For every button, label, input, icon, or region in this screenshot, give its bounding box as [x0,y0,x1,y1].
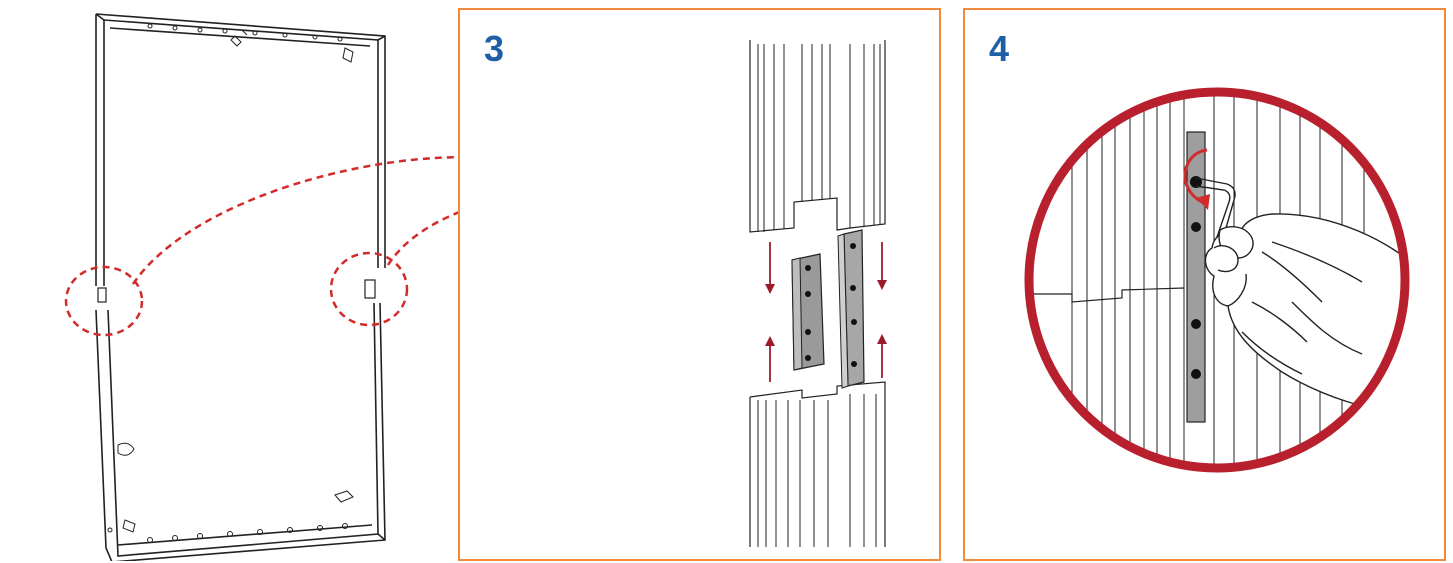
rotate-arrow-icon [1183,148,1210,210]
connector-plate-right [837,229,865,389]
connector-illustration [749,40,887,547]
connector-plate-left [791,253,825,371]
step-4-panel: 4 [963,8,1446,561]
connector-bar [1186,131,1206,423]
step-number: 3 [484,28,505,69]
step-number: 4 [989,28,1010,69]
tightening-illustration [1024,87,1410,473]
display-frame [95,13,386,561]
callout-circle-left [64,265,144,337]
step-3-panel: 3 [458,8,941,561]
hand-icon [1204,213,1405,418]
direction-arrows [765,242,887,382]
callout-circle-right [329,251,409,327]
allen-key [1195,177,1236,243]
magnifier-ring [1024,87,1410,473]
